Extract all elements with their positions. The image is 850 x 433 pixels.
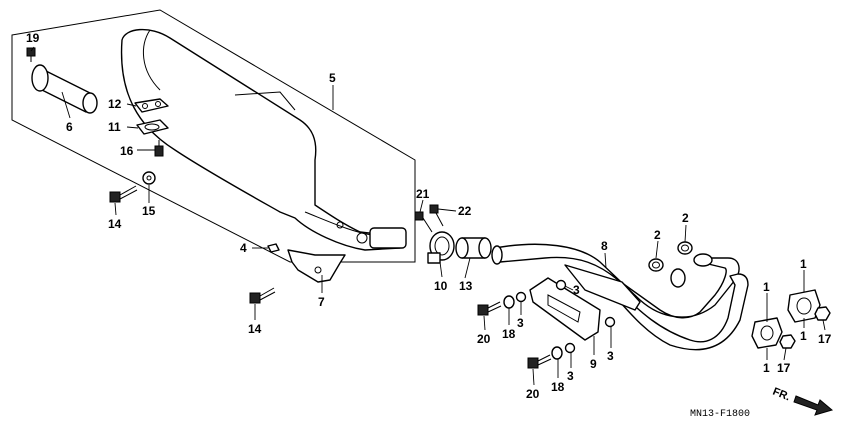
front-direction-indicator: FR. [771,386,834,416]
callout-3-d: 3 [567,369,574,383]
exhaust-pipe[interactable] [491,243,749,351]
nut-17-right[interactable] [814,306,831,321]
washer-3-b[interactable] [515,291,527,303]
bolt-19[interactable] [26,47,36,62]
washer-3-d[interactable] [564,342,576,354]
exhaust-gasket-2-a[interactable] [677,241,693,255]
bolt-20-lower[interactable] [527,354,552,369]
callout-9: 9 [590,357,597,371]
callout-3-a: 3 [573,283,580,297]
callout-3-c: 3 [607,349,614,363]
callout-20-upper: 20 [477,332,491,346]
leader-lines [30,46,826,386]
joint-collar-1-upper[interactable] [787,289,821,323]
joint-collar-1-lower[interactable] [751,317,783,349]
callout-16: 16 [120,144,134,158]
callout-2-left: 2 [654,228,661,242]
callout-21: 21 [416,187,430,201]
callout-15: 15 [142,204,156,218]
collar-18-lower[interactable] [551,346,563,360]
gasket-11[interactable] [136,119,169,135]
callout-6: 6 [66,120,73,134]
bolt-22[interactable] [429,204,444,227]
callout-20-lower: 20 [526,387,540,401]
callout-17-right: 17 [818,332,832,346]
callout-17-left: 17 [777,361,791,375]
callout-2-right: 2 [682,211,689,225]
bolt-16[interactable] [154,140,164,157]
exhaust-gasket-2-b[interactable] [648,258,664,272]
exhaust-stay[interactable] [529,277,601,341]
callout-5: 5 [329,71,336,85]
washer-3-a[interactable] [555,279,567,291]
front-arrow-icon [793,395,834,416]
washer-15[interactable] [142,171,156,185]
muffler-tail-pipe[interactable] [31,64,98,114]
callout-4: 4 [240,241,247,255]
callout-1-b: 1 [763,361,770,375]
bolt-20-upper[interactable] [477,301,502,316]
callout-1-a: 1 [763,280,770,294]
callout-1-d: 1 [800,329,807,343]
muffler[interactable] [120,28,407,251]
callout-18-lower: 18 [551,380,565,394]
callout-10: 10 [434,279,448,293]
collar-18-upper[interactable] [503,295,515,309]
nut-4[interactable] [267,243,280,253]
gasket-12[interactable] [134,98,169,113]
callout-19: 19 [26,31,40,45]
callout-13: 13 [459,279,473,293]
callout-14-upper: 14 [108,217,122,231]
muffler-band-clamp[interactable] [427,231,455,264]
exhaust-joint-gasket[interactable] [455,237,492,259]
bolt-21[interactable] [414,211,433,233]
muffler-group-frame [11,9,416,263]
callout-12: 12 [108,97,122,111]
washer-3-c[interactable] [604,316,616,328]
nut-17-left[interactable] [779,334,796,349]
muffler-bracket[interactable] [287,249,346,283]
bolt-14-upper[interactable] [109,185,138,203]
callout-7: 7 [318,295,325,309]
callout-11: 11 [108,120,121,134]
bolt-14-lower[interactable] [249,287,276,304]
diagram-reference-code: MN13-F1800 [690,409,750,420]
callout-labels: 19 6 12 11 16 15 14 5 4 7 14 21 22 10 13… [26,31,832,401]
callout-18-upper: 18 [502,327,516,341]
callout-22: 22 [458,204,472,218]
callout-1-c: 1 [800,257,807,271]
callout-8: 8 [601,239,608,253]
callout-3-b: 3 [517,316,524,330]
front-label: FR. [771,386,792,404]
callout-14-lower: 14 [248,322,262,336]
